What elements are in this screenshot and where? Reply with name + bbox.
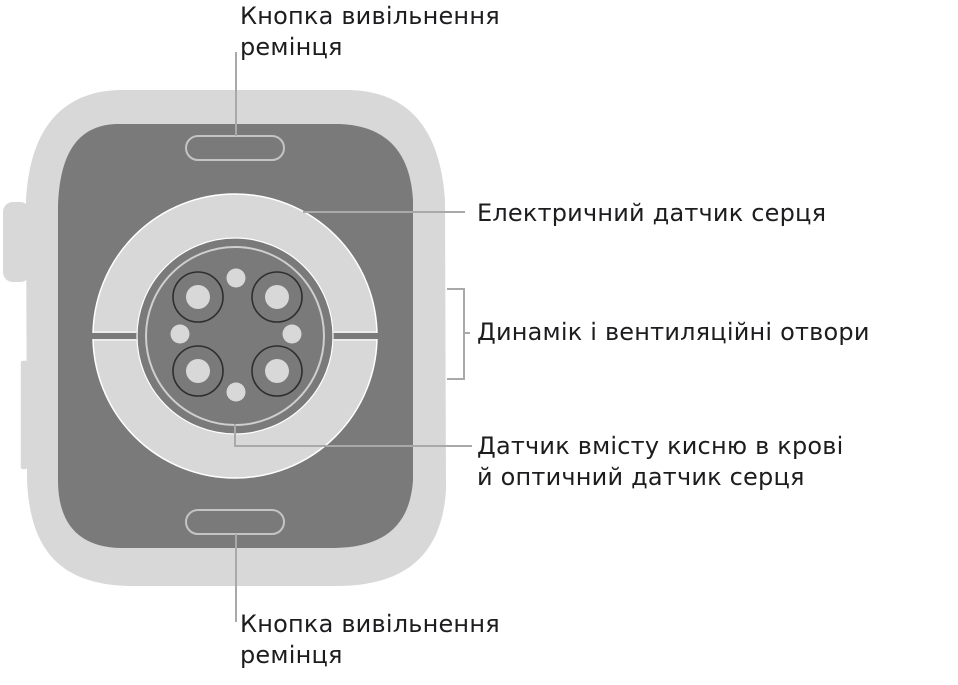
optical-sensor-top-left bbox=[172, 271, 224, 323]
leader-speaker-vents bbox=[447, 288, 465, 380]
label-blood-oxygen-optical-sensor: Датчик вмісту кисню в крові й оптичний д… bbox=[477, 432, 844, 491]
label-top-band-release: Кнопка вивільнення ремінця bbox=[240, 2, 500, 61]
label-speaker-vents: Динамік і вентиляційні отвори bbox=[477, 318, 870, 346]
led-left bbox=[170, 324, 190, 344]
optical-sensor-top-right bbox=[251, 271, 303, 323]
label-bottom-band-release: Кнопка вивільнення ремінця bbox=[240, 610, 500, 669]
optical-sensor-cluster bbox=[170, 268, 303, 402]
led-bottom bbox=[226, 382, 246, 402]
top-band-release-button bbox=[185, 135, 285, 161]
bottom-band-release-button bbox=[185, 509, 285, 535]
optical-sensor-bottom-left bbox=[172, 345, 224, 397]
optical-sensor-bottom-right bbox=[251, 345, 303, 397]
leader-blood-oxygen-sensor bbox=[234, 424, 472, 447]
led-top bbox=[226, 268, 246, 288]
led-right bbox=[282, 324, 302, 344]
label-electrical-heart-sensor: Електричний датчик серця bbox=[477, 199, 827, 227]
